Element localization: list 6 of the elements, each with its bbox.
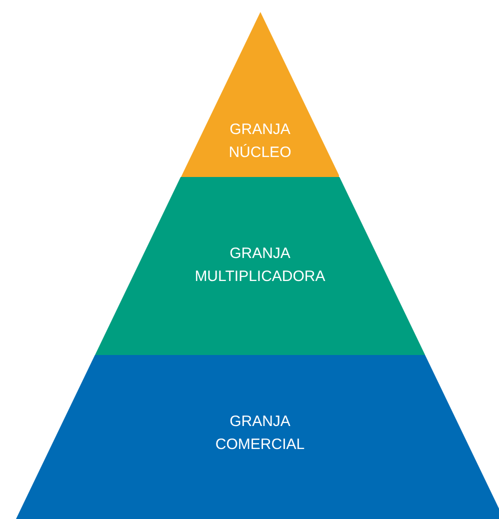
pyramid-tier: [180, 12, 340, 177]
pyramid-tier: [94, 177, 426, 355]
tier-label: GRANJA MULTIPLICADORA: [194, 244, 326, 287]
tier-label: GRANJA COMERCIAL: [214, 412, 306, 455]
tier-label: GRANJA NÚCLEO: [228, 120, 292, 163]
pyramid-tier: [16, 355, 499, 519]
